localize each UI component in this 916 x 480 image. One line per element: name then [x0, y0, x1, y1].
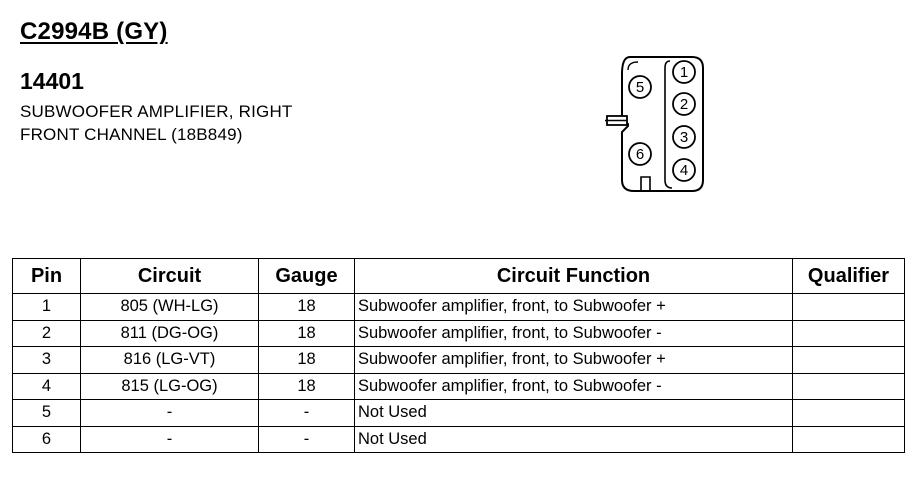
cell-pin: 1: [12, 293, 81, 321]
header-qualifier: Qualifier: [792, 258, 905, 294]
cell-gauge: -: [258, 425, 355, 453]
cell-function: Subwoofer amplifier, front, to Subwoofer…: [354, 319, 793, 347]
cell-circuit: 805 (WH-LG): [80, 293, 259, 321]
component-description-line-1: SUBWOOFER AMPLIFIER, RIGHT: [20, 102, 293, 121]
cell-function: Subwoofer amplifier, front, to Subwoofer…: [354, 293, 793, 321]
table-row: 6 - - Not Used: [12, 425, 905, 453]
header-circuit-function: Circuit Function: [354, 258, 793, 294]
cell-circuit: 811 (DG-OG): [80, 319, 259, 347]
connector-keyway-notch: [640, 176, 651, 191]
cell-qualifier: [792, 399, 905, 427]
cell-qualifier: [792, 319, 905, 347]
cell-gauge: 18: [258, 319, 355, 347]
cell-qualifier: [792, 293, 905, 321]
pin-label-6: 6: [636, 146, 644, 163]
cell-gauge: -: [258, 399, 355, 427]
header-circuit: Circuit: [80, 258, 259, 294]
table-header-row: Pin Circuit Gauge Circuit Function Quali…: [12, 258, 905, 294]
pin-label-4: 4: [680, 162, 688, 179]
header-pin: Pin: [12, 258, 81, 294]
pin-cavity-5: 5: [628, 75, 652, 99]
table-row: 2 811 (DG-OG) 18 Subwoofer amplifier, fr…: [12, 319, 905, 347]
table-row: 3 816 (LG-VT) 18 Subwoofer amplifier, fr…: [12, 346, 905, 374]
pin-label-1: 1: [680, 64, 688, 81]
pin-label-2: 2: [680, 96, 688, 113]
part-number: 14401: [20, 68, 84, 94]
header-gauge: Gauge: [258, 258, 355, 294]
connector-id-title: C2994B (GY): [20, 18, 168, 45]
table-row: 5 - - Not Used: [12, 399, 905, 427]
pin-circuit-table: Pin Circuit Gauge Circuit Function Quali…: [12, 258, 905, 453]
cell-qualifier: [792, 346, 905, 374]
cell-function: Subwoofer amplifier, front, to Subwoofer…: [354, 372, 793, 400]
cell-pin: 2: [12, 319, 81, 347]
table-row: 1 805 (WH-LG) 18 Subwoofer amplifier, fr…: [12, 293, 905, 321]
cell-circuit: 815 (LG-OG): [80, 372, 259, 400]
pin-cavity-6: 6: [628, 142, 652, 166]
cell-circuit: 816 (LG-VT): [80, 346, 259, 374]
cell-qualifier: [792, 372, 905, 400]
cell-function: Not Used: [354, 399, 793, 427]
cell-gauge: 18: [258, 372, 355, 400]
cell-function: Subwoofer amplifier, front, to Subwoofer…: [354, 346, 793, 374]
connector-housing: [621, 56, 704, 192]
cell-pin: 6: [12, 425, 81, 453]
cell-qualifier: [792, 425, 905, 453]
pin-cavity-3: 3: [672, 125, 696, 149]
pin-label-3: 3: [680, 129, 688, 146]
cell-gauge: 18: [258, 346, 355, 374]
cell-pin: 4: [12, 372, 81, 400]
cell-pin: 5: [12, 399, 81, 427]
cell-function: Not Used: [354, 425, 793, 453]
pin-label-5: 5: [636, 79, 644, 96]
connector-inner-curve: [627, 61, 639, 71]
component-description-line-2: FRONT CHANNEL (18B849): [20, 125, 243, 144]
table-row: 4 815 (LG-OG) 18 Subwoofer amplifier, fr…: [12, 372, 905, 400]
cell-circuit: -: [80, 425, 259, 453]
pin-cavity-2: 2: [672, 92, 696, 116]
pin-cavity-1: 1: [672, 60, 696, 84]
connector-inner-wall: [664, 60, 673, 189]
cell-pin: 3: [12, 346, 81, 374]
cell-circuit: -: [80, 399, 259, 427]
cell-gauge: 18: [258, 293, 355, 321]
connector-face-diagram: 1 2 3 4 5 6: [605, 56, 704, 192]
pin-cavity-4: 4: [672, 158, 696, 182]
